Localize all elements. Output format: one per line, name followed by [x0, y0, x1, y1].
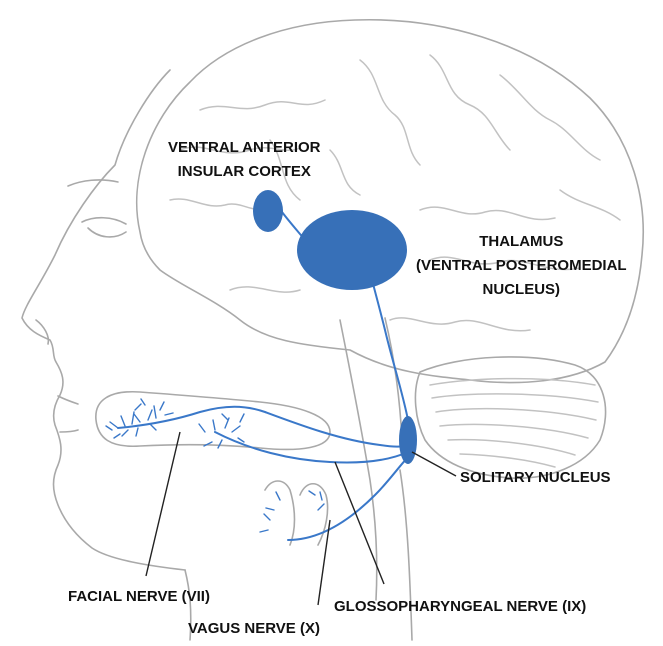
- thalamus-label-line3: NUCLEUS): [416, 278, 627, 302]
- facial-leader: [146, 432, 180, 576]
- solitary-leader: [412, 452, 456, 476]
- glossopharyngeal-nerve-label: GLOSSOPHARYNGEAL NERVE (IX): [334, 595, 586, 619]
- solitary-to-thalamus-path: [372, 280, 408, 420]
- insular-cortex-label-line2: INSULAR CORTEX: [168, 160, 321, 184]
- thalamus-label-line2: (VENTRAL POSTEROMEDIAL: [416, 254, 627, 278]
- facial-nerve-label: FACIAL NERVE (VII): [68, 585, 210, 609]
- nuclei: [253, 190, 417, 464]
- insular-cortex-nucleus: [253, 190, 283, 232]
- solitary-nucleus: [399, 416, 417, 464]
- thalamus-label: THALAMUS (VENTRAL POSTEROMEDIAL NUCLEUS): [416, 230, 627, 302]
- insular-cortex-label: VENTRAL ANTERIOR INSULAR CORTEX: [168, 136, 321, 184]
- cerebellum: [415, 357, 605, 478]
- thalamus-nucleus: [297, 210, 407, 290]
- tongue-outline: [96, 392, 330, 545]
- insular-cortex-label-line1: VENTRAL ANTERIOR: [168, 136, 321, 160]
- nerve-branches: [106, 399, 324, 532]
- brain-outline: [137, 20, 643, 383]
- thalamus-label-line1: THALAMUS: [416, 230, 627, 254]
- solitary-nucleus-label: SOLITARY NUCLEUS: [460, 466, 611, 490]
- vagus-nerve-label: VAGUS NERVE (X): [188, 617, 320, 641]
- facial-nerve-path: [118, 407, 405, 447]
